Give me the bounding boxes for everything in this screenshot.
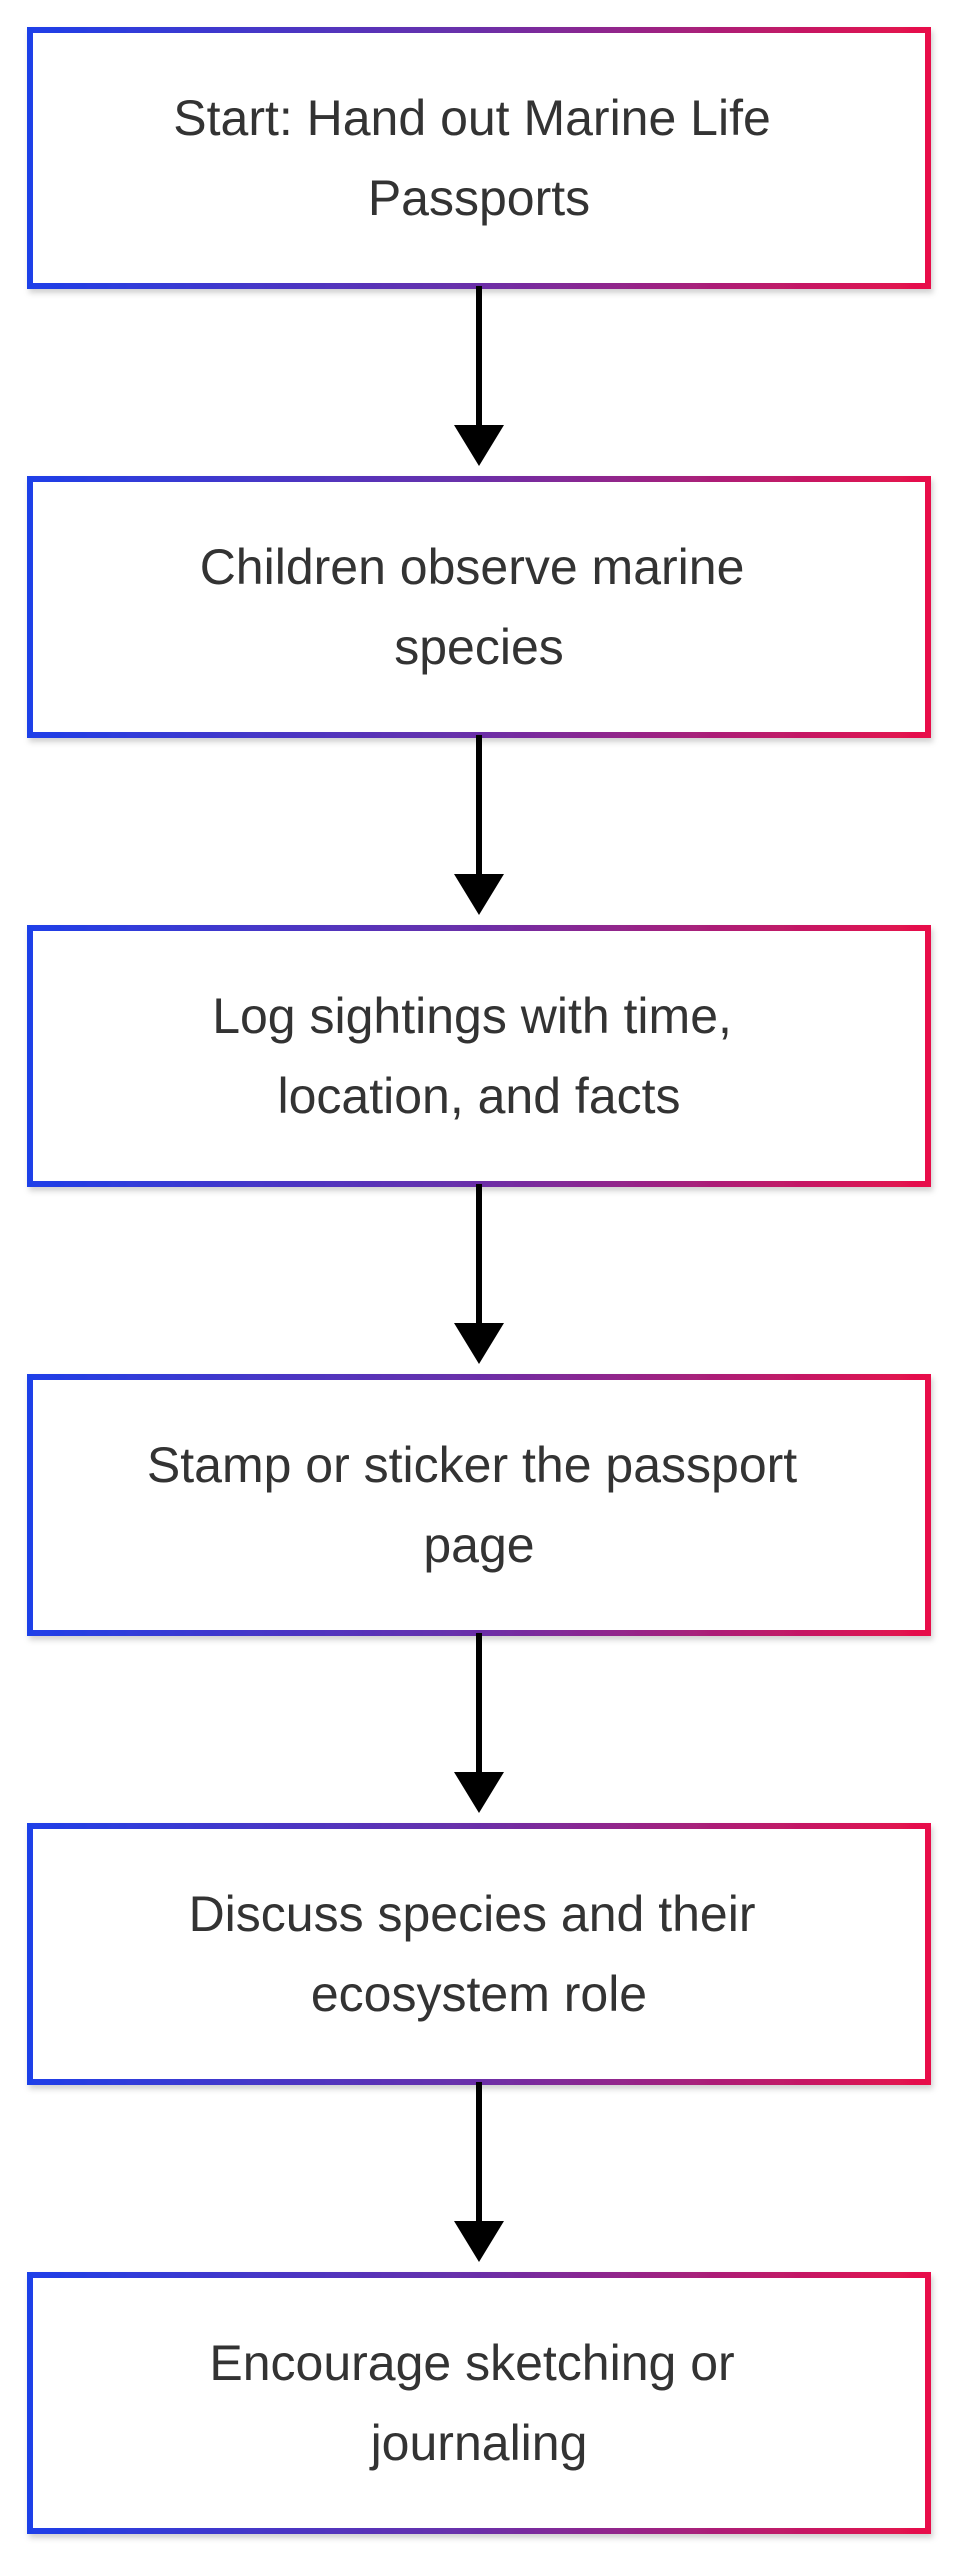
arrow-5 (454, 2082, 504, 2262)
step-label-line-1: Encourage sketching or (209, 2335, 734, 2391)
step-encourage: Encourage sketching or journaling (27, 2272, 931, 2534)
step-box (27, 925, 931, 1187)
step-box (27, 1823, 931, 2085)
step-box (27, 1374, 931, 1636)
step-log-sightings: Log sightings with time, location, and f… (27, 925, 931, 1187)
svg-text:Children observe marine: Children observe marine species (200, 539, 759, 675)
arrow-4 (454, 1633, 504, 1813)
step-box (27, 27, 931, 289)
arrowhead-icon (454, 425, 504, 466)
arrowhead-icon (454, 2221, 504, 2262)
step-label-line-1: Children observe marine (200, 539, 745, 595)
svg-text:Start: Hand out Marine Life: Start: Hand out Marine Life Passports (173, 90, 784, 226)
step-label-line-2: journaling (369, 2415, 588, 2471)
arrowhead-icon (454, 1323, 504, 1364)
svg-text:Discuss species and their: Discuss species and their ecosystem role (189, 1886, 770, 2022)
step-box (27, 476, 931, 738)
arrowhead-icon (454, 874, 504, 915)
svg-text:Log sightings with time,: Log sightings with time, location, and f… (212, 988, 746, 1124)
arrow-3 (454, 1184, 504, 1364)
step-label-line-1: Discuss species and their (189, 1886, 756, 1942)
step-label-line-2: Passports (368, 170, 590, 226)
step-start: Start: Hand out Marine Life Passports (27, 27, 931, 289)
step-label-line-2: ecosystem role (311, 1966, 647, 2022)
step-box (27, 2272, 931, 2534)
svg-text:Encourage sketching or j: Encourage sketching or journaling (209, 2335, 748, 2471)
step-stamp: Stamp or sticker the passport page (27, 1374, 931, 1636)
step-discuss: Discuss species and their ecosystem role (27, 1823, 931, 2085)
step-label-line-2: location, and facts (277, 1068, 680, 1124)
arrow-1 (454, 286, 504, 466)
step-label-line-1: Log sightings with time, (212, 988, 732, 1044)
step-label-line-1: Start: Hand out Marine Life (173, 90, 771, 146)
svg-text:Stamp or sticker the passport: Stamp or sticker the passport page (147, 1437, 811, 1573)
step-observe: Children observe marine species (27, 476, 931, 738)
step-label-line-2: page (423, 1517, 534, 1573)
arrow-2 (454, 735, 504, 915)
arrowhead-icon (454, 1772, 504, 1813)
step-label-line-1: Stamp or sticker the passport (147, 1437, 797, 1493)
step-label-line-2: species (394, 619, 564, 675)
